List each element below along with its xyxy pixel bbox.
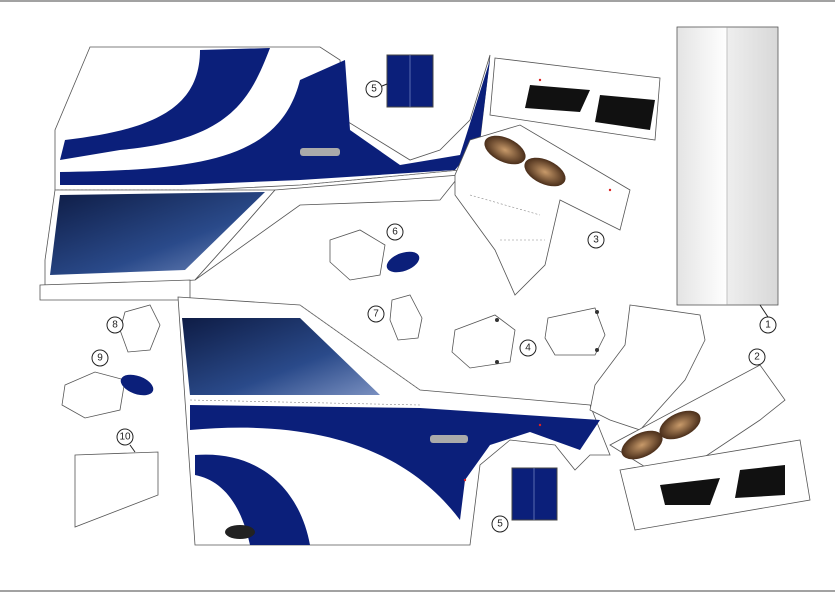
part-3-front [454,57,661,296]
part-8-label: 8 [106,316,124,334]
part-4-label: 4 [519,339,537,357]
part-1-roof [676,26,779,306]
svg-text:4: 4 [525,343,531,354]
svg-text:8: 8 [112,320,118,331]
part-1-label: 1 [759,304,777,334]
svg-text:1: 1 [765,320,771,331]
part-2-front [589,304,811,531]
svg-text:10: 10 [119,432,131,443]
car-side-bottom [177,296,611,546]
part-4 [451,307,606,369]
part-7-label: 7 [367,305,385,323]
svg-text:5: 5 [497,519,503,530]
svg-text:2: 2 [754,352,760,363]
part-5-bottom-label: 5 [491,515,509,533]
part-2-label: 2 [748,348,766,366]
part-5-top-label: 5 [365,80,388,98]
part-5-top [386,54,434,108]
part-3-label: 3 [587,231,605,249]
part-10-label: 10 [116,428,136,453]
svg-text:7: 7 [373,309,379,320]
part-9-label: 9 [91,349,109,367]
part-6 [329,229,420,281]
part-6-label: 6 [386,223,404,241]
part-10 [74,451,159,528]
part-9 [61,371,154,419]
svg-text:5: 5 [371,84,377,95]
svg-text:6: 6 [392,227,398,238]
svg-text:9: 9 [97,353,103,364]
part-8 [119,304,161,353]
car-side-top [39,46,491,301]
part-7 [389,294,423,341]
svg-text:3: 3 [593,235,599,246]
part-5-bottom [511,467,558,521]
